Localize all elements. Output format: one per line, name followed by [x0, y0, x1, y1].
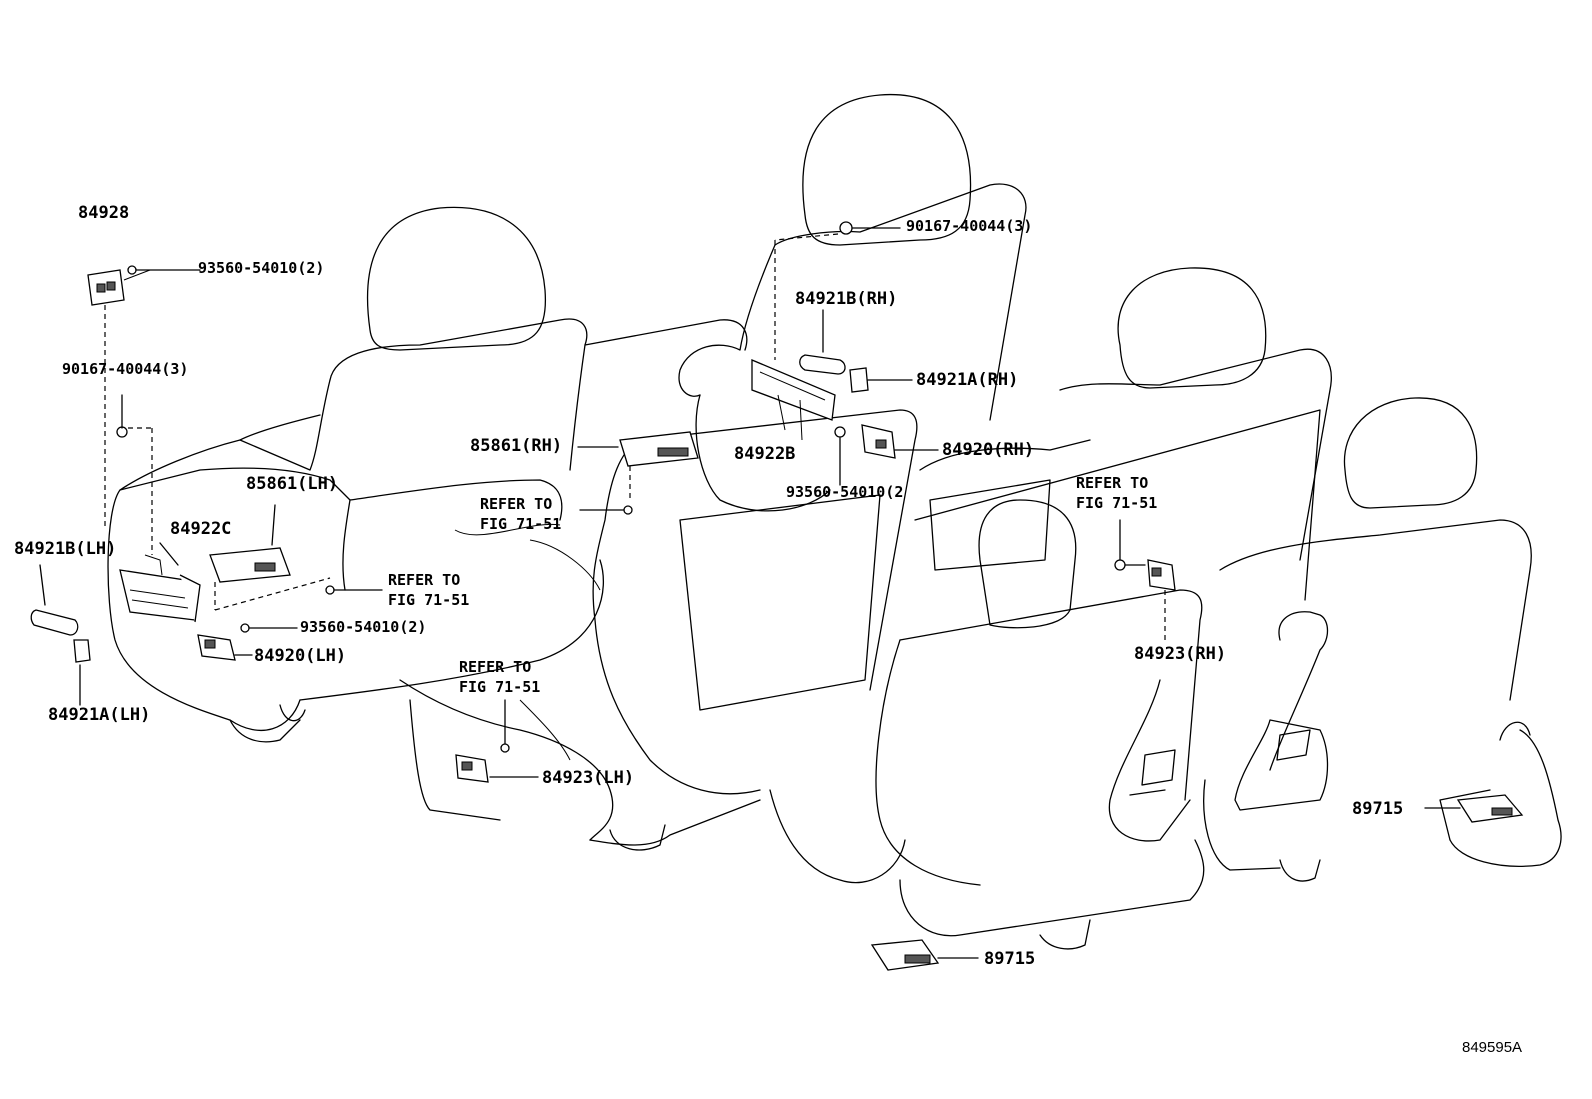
label-84920-LH: 84920(LH)	[254, 646, 347, 666]
label-84921A-RH: 84921A(RH)	[916, 370, 1019, 390]
label-84921B-LH: 84921B(LH)	[14, 539, 117, 559]
label-85861-LH: 85861(LH)	[246, 474, 339, 494]
label-refer-1: REFER TO FIG 71-51	[388, 571, 470, 609]
screw-refer-2	[579, 505, 633, 515]
bolt-90167-b	[774, 221, 901, 360]
label-84923-LH: 84923(LH)	[542, 768, 635, 788]
part-84922B	[751, 359, 836, 441]
screw-refer-1	[325, 585, 383, 595]
label-84923-RH: 84923(RH)	[1134, 644, 1227, 664]
screw-refer-4	[1114, 519, 1146, 571]
part-84923-LH	[455, 754, 539, 783]
part-84921B-LH	[30, 609, 79, 636]
label-90167-b: 90167-40044(3)	[906, 217, 1033, 235]
front-left-seat-outline	[107, 206, 748, 743]
part-84921A-RH	[849, 367, 913, 393]
part-89715-a	[1424, 794, 1524, 823]
label-84920-RH: 84920(RH)	[942, 440, 1035, 460]
diagram-code: 849595A	[1462, 1039, 1523, 1056]
label-89715-b: 89715	[984, 949, 1036, 969]
label-84928: 84928	[78, 203, 130, 223]
label-90167-a: 90167-40044(3)	[62, 360, 189, 378]
label-93560-b: 93560-54010(2)	[300, 618, 427, 636]
label-refer-2: REFER TO FIG 71-51	[480, 495, 562, 533]
part-84928	[87, 269, 151, 306]
part-84922C	[119, 554, 201, 623]
part-89715-b	[870, 939, 979, 971]
label-84921B-RH: 84921B(RH)	[795, 289, 898, 309]
label-84922B: 84922B	[734, 444, 796, 464]
label-85861-RH: 85861(RH)	[470, 436, 563, 456]
screw-93560-c	[834, 426, 846, 486]
part-85861-RH	[577, 431, 699, 502]
label-89715-a: 89715	[1352, 799, 1404, 819]
label-93560-c: 93560-54010(2	[786, 483, 904, 501]
screw-refer-3	[500, 699, 510, 753]
part-84920-RH	[861, 424, 939, 459]
part-85861-LH	[209, 504, 331, 611]
screw-93560-a	[127, 265, 201, 275]
bolt-90167-a	[116, 394, 153, 555]
label-84922C: 84922C	[170, 519, 232, 539]
part-84921B-RH	[799, 309, 846, 375]
label-93560-a: 93560-54010(2)	[198, 259, 325, 277]
label-refer-3: REFER TO FIG 71-51	[1076, 474, 1158, 512]
screw-93560-b	[240, 623, 298, 633]
front-right-seat-outline	[399, 93, 1027, 851]
part-84921A-LH	[73, 639, 91, 663]
label-84921A-LH: 84921A(LH)	[48, 705, 151, 725]
second-row-seat-outline	[769, 267, 1332, 950]
part-84920-LH	[197, 634, 253, 661]
part-84923-RH	[1147, 559, 1176, 640]
label-refer-4: REFER TO FIG 71-51	[459, 658, 541, 696]
third-seat-outline	[1203, 397, 1562, 882]
